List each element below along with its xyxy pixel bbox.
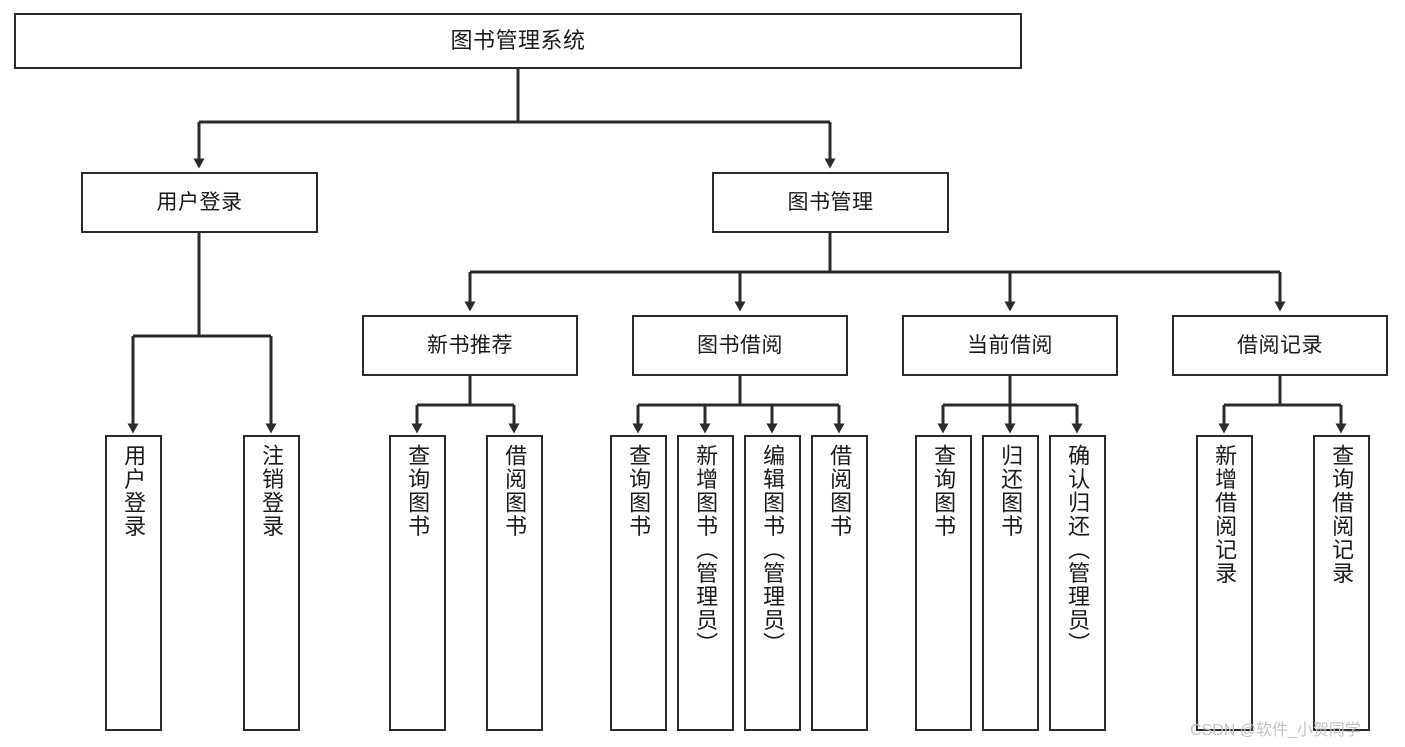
node-label: 借阅图书 (502, 444, 528, 538)
node-label: 图书管理 (787, 190, 874, 214)
node-label: 当前借阅 (967, 333, 1053, 357)
leaf-current-borrow-confirm-return[interactable]: 确认归还（管理员） (1049, 435, 1106, 731)
node-label: 借阅记录 (1237, 333, 1323, 357)
node-label: 查询图书 (931, 444, 957, 538)
watermark: CSDN @软件_小贺同学 (1190, 722, 1361, 739)
node-label: 图书管理系统 (450, 27, 586, 53)
leaf-borrow-record-add[interactable]: 新增借阅记录 (1196, 435, 1253, 731)
node-label: 查询图书 (405, 444, 431, 538)
node-label: 查询图书 (626, 444, 652, 538)
node-label: 查询借阅记录 (1329, 444, 1355, 585)
node-label: 确认归还（管理员） (1065, 444, 1091, 656)
leaf-current-borrow-query[interactable]: 查询图书 (915, 435, 972, 731)
leaf-book-borrow-edit[interactable]: 编辑图书（管理员） (744, 435, 801, 731)
node-label: 新书推荐 (427, 333, 513, 357)
node-root-system[interactable]: 图书管理系统 (14, 13, 1022, 69)
node-new-book-recommend[interactable]: 新书推荐 (362, 315, 578, 376)
node-label: 用户登录 (121, 444, 147, 538)
node-label: 借阅图书 (827, 444, 853, 538)
node-borrow-record[interactable]: 借阅记录 (1172, 315, 1388, 376)
leaf-book-borrow-add[interactable]: 新增图书（管理员） (677, 435, 734, 731)
node-book-borrow[interactable]: 图书借阅 (632, 315, 848, 376)
leaf-book-borrow-borrow[interactable]: 借阅图书 (811, 435, 868, 731)
leaf-user-login-login[interactable]: 用户登录 (105, 435, 162, 731)
leaf-new-book-borrow[interactable]: 借阅图书 (486, 435, 543, 731)
node-label: 新增图书（管理员） (693, 444, 719, 656)
leaf-borrow-record-query[interactable]: 查询借阅记录 (1313, 435, 1370, 731)
leaf-book-borrow-query[interactable]: 查询图书 (610, 435, 667, 731)
leaf-current-borrow-return[interactable]: 归还图书 (982, 435, 1039, 731)
node-label: 归还图书 (998, 444, 1024, 538)
node-label: 用户登录 (156, 190, 243, 214)
node-label: 编辑图书（管理员） (760, 444, 786, 656)
node-label: 注销登录 (259, 444, 285, 538)
leaf-user-login-logout[interactable]: 注销登录 (243, 435, 300, 731)
node-label: 新增借阅记录 (1212, 444, 1238, 585)
leaf-new-book-query[interactable]: 查询图书 (389, 435, 446, 731)
node-current-borrow[interactable]: 当前借阅 (902, 315, 1118, 376)
node-user-login[interactable]: 用户登录 (81, 172, 318, 233)
node-label: 图书借阅 (697, 333, 783, 357)
node-book-management[interactable]: 图书管理 (712, 172, 949, 233)
